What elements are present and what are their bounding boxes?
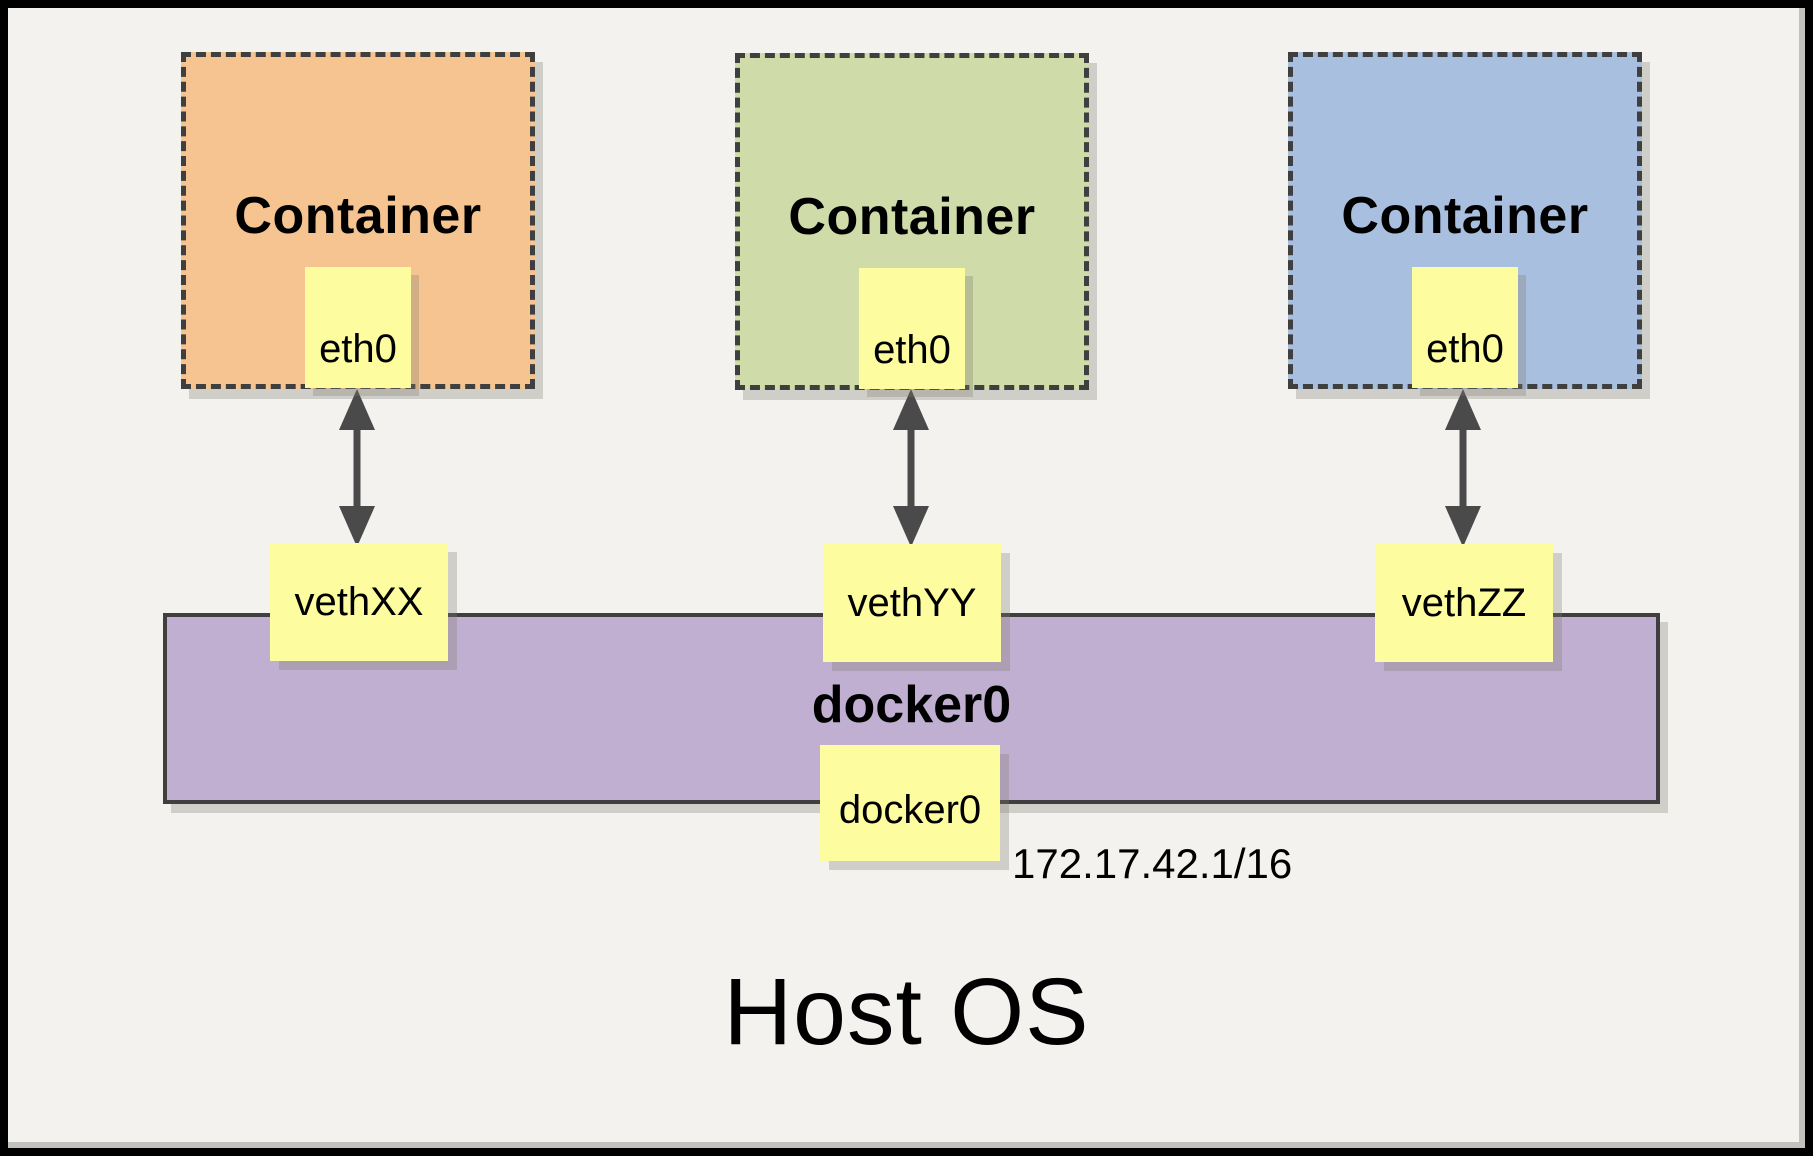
- veth-label: vethXX: [294, 579, 424, 624]
- host-os-label: Host OS: [723, 959, 1090, 1065]
- eth0-interface-box-1: eth0: [305, 267, 411, 388]
- veth-interface-box-2: vethYY: [823, 544, 1001, 662]
- docker0-label: docker0: [838, 787, 982, 832]
- container-box-1: Container eth0: [181, 52, 535, 389]
- veth-label: vethZZ: [1401, 580, 1527, 625]
- container-box-2: Container eth0: [735, 53, 1089, 390]
- veth-label: vethYY: [847, 580, 977, 625]
- veth-interface-box-1: vethXX: [270, 543, 448, 661]
- container-label: Container: [1341, 186, 1589, 245]
- eth0-interface-box-2: eth0: [859, 268, 965, 389]
- docker0-interface-box: docker0: [820, 745, 1000, 861]
- double-arrow-icon-3: [1445, 389, 1481, 547]
- double-arrow-icon-1: [339, 389, 375, 547]
- eth0-label: eth0: [319, 327, 397, 371]
- double-arrow-icon-2: [893, 389, 929, 547]
- eth0-label: eth0: [1426, 327, 1504, 371]
- eth0-interface-box-3: eth0: [1412, 267, 1518, 388]
- veth-interface-box-3: vethZZ: [1375, 544, 1553, 662]
- bridge-ip-address: 172.17.42.1/16: [1012, 840, 1293, 887]
- docker0-bridge-label: docker0: [811, 676, 1012, 734]
- container-label: Container: [234, 186, 482, 245]
- container-label: Container: [788, 187, 1036, 246]
- container-box-3: Container eth0: [1288, 52, 1642, 389]
- eth0-label: eth0: [873, 328, 951, 372]
